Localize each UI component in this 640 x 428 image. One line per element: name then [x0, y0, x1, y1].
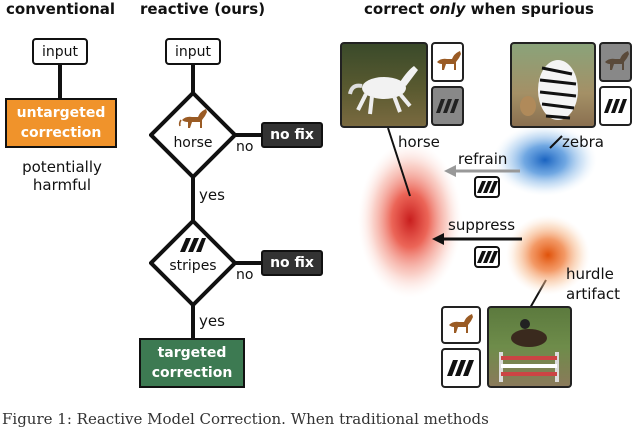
decision-stripes-label: stripes [169, 258, 217, 274]
zebra-image [520, 60, 578, 120]
white-horse-image [348, 66, 418, 115]
no-fix-label-1: no fix [270, 127, 314, 143]
conventional-input-box: input [32, 38, 88, 65]
horse-photo [340, 42, 428, 128]
hurdle-cluster-blob [506, 215, 590, 295]
refrain-label: refrain [458, 150, 508, 168]
conventional-input-label: input [41, 43, 78, 60]
header-spurious: correct only when spurious [364, 0, 594, 18]
suppress-label: suppress [448, 216, 516, 234]
header-spurious-prefix: correct [364, 0, 430, 18]
no-label-1: no [236, 139, 254, 155]
zebra-photo [510, 42, 596, 128]
horse-icon [178, 109, 207, 128]
hurdle-artifact-label: hurdle artifact [566, 264, 620, 304]
stripes-concept-tile [599, 86, 632, 126]
stripes-icon [477, 181, 498, 193]
no-label-2: no [236, 267, 254, 283]
stripes-icon [447, 360, 474, 376]
horse-icon [449, 314, 473, 333]
decision-horse-label: horse [173, 135, 213, 151]
targeted-line2: correction [151, 365, 233, 381]
header-reactive: reactive (ours) [140, 0, 266, 18]
hurdle-jump-image [499, 319, 559, 382]
horse-concept-tile [431, 42, 464, 82]
reactive-input-box: input [165, 38, 221, 65]
stripes-concept-tile-hurdle [441, 348, 481, 388]
stripes-icon [603, 99, 627, 113]
suppress-stripes-token [474, 246, 500, 268]
stripes-icon [477, 251, 498, 263]
hurdle-photo [487, 306, 572, 388]
horse-cluster-blob [358, 142, 462, 298]
decision-diamond-stripes [149, 219, 237, 307]
untargeted-correction-box: untargeted correction [5, 98, 117, 148]
feature-space-blobs [358, 124, 597, 298]
untargeted-line2: correction [20, 125, 102, 141]
stripes-concept-tile-dim [431, 86, 464, 126]
potentially-harmful-note: potentially harmful [14, 158, 110, 194]
horse-cluster-label: horse [398, 133, 440, 151]
targeted-line1: targeted [157, 345, 227, 361]
figure-caption: Figure 1: Reactive Model Correction. Whe… [2, 410, 489, 428]
targeted-correction-box: targeted correction [139, 338, 245, 388]
stripes-icon [435, 99, 459, 113]
no-fix-box-1: no fix [261, 122, 323, 148]
header-conventional: conventional [6, 0, 116, 18]
header-spurious-suffix: when spurious [465, 0, 594, 18]
yes-label-1: yes [199, 186, 225, 204]
untargeted-line1: untargeted [16, 105, 106, 121]
yes-label-2: yes [199, 312, 225, 330]
horse-icon [604, 51, 629, 70]
horse-icon [436, 51, 461, 70]
harmful-line2: harmful [32, 176, 92, 194]
horse-concept-tile-hurdle [441, 306, 481, 344]
hurdle-line2: artifact [566, 285, 621, 303]
refrain-stripes-token [474, 176, 500, 198]
harmful-line1: potentially [22, 158, 102, 176]
reactive-input-label: input [174, 43, 211, 60]
stripes-icon [180, 238, 206, 252]
zebra-cluster-label: zebra [562, 133, 604, 151]
header-spurious-emph: only [429, 0, 466, 18]
horse-concept-tile-dim [599, 42, 632, 82]
no-fix-box-2: no fix [261, 250, 323, 276]
zebra-cluster-blob [493, 124, 597, 196]
hurdle-line1: hurdle [566, 265, 614, 283]
no-fix-label-2: no fix [270, 255, 314, 271]
decision-diamond-horse [149, 91, 237, 179]
